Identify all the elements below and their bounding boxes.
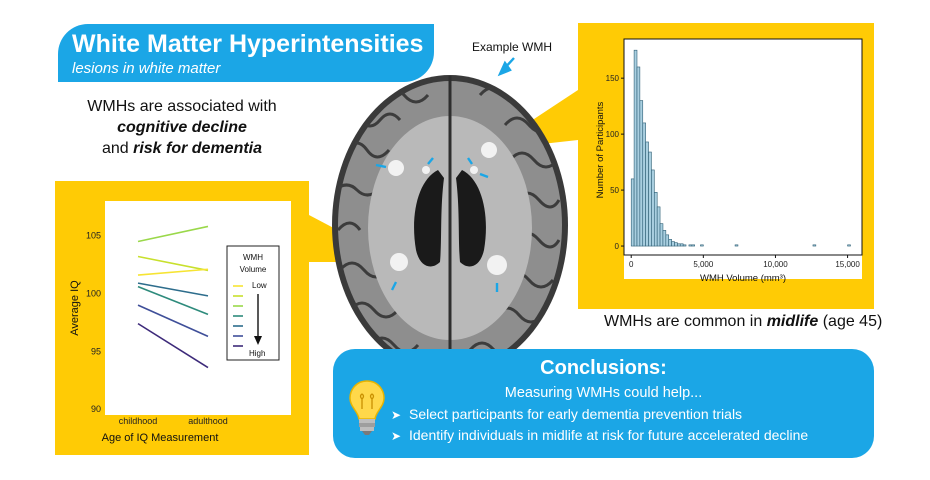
ventricle-left (414, 170, 444, 267)
y-tick-label: 0 (615, 242, 620, 251)
wmh-spot (487, 255, 507, 275)
conclusions-box: Conclusions: Measuring WMHs could help..… (333, 349, 874, 458)
bullet-arrow-icon: ➤ (391, 408, 402, 422)
legend-box (226, 245, 280, 361)
page-subtitle: lesions in white matter (72, 60, 221, 77)
conclusions-item: ➤ Identify individuals in midlife at risk… (391, 427, 808, 443)
wmh-spot (388, 160, 404, 176)
y-tick-label: 95 (91, 346, 101, 356)
series-line (137, 282, 209, 297)
x-tick-label: 5,000 (693, 260, 714, 269)
histogram-bar (665, 234, 670, 247)
midlife-suffix: (age 45) (818, 313, 883, 330)
histogram-bar (651, 169, 655, 247)
association-line-1: WMHs are associated with (87, 98, 277, 115)
histogram-bar (653, 192, 658, 247)
x-axis-label: WMH Volume (mm³) (700, 273, 786, 284)
wmh-spot (422, 166, 430, 174)
arrow-icon (497, 60, 512, 77)
legend-low-label: Low (252, 281, 267, 290)
midlife-prefix: WMHs are common in (604, 313, 767, 330)
histogram-frame (578, 23, 874, 309)
conclusions-item-text: Identify individuals in midlife at risk … (409, 427, 809, 443)
histogram-bar (671, 241, 675, 247)
arrow-icon (375, 163, 387, 169)
histogram-bar (682, 244, 687, 247)
example-wmh-label: Example WMH (472, 40, 553, 54)
histogram-bar (642, 122, 646, 247)
series-line (137, 268, 209, 276)
y-axis-label: Average IQ (69, 280, 81, 336)
histogram-bar (734, 244, 739, 247)
association-text: WMHs are associated with cognitive decli… (52, 96, 312, 159)
y-tick-label: 50 (610, 186, 619, 195)
title-banner: White Matter Hyperintensities lesions in… (58, 24, 434, 82)
histogram-bar (691, 244, 695, 247)
midlife-text: WMHs are common in midlife (age 45) (604, 313, 882, 331)
legend-title: Volume (240, 265, 267, 274)
ventricle-right (456, 170, 486, 267)
y-axis-label: Number of Participants (595, 101, 606, 198)
association-line-3-prefix: and (101, 140, 134, 157)
y-tick-label: 105 (86, 231, 101, 241)
histogram-bar (679, 243, 684, 247)
arrow-icon (390, 281, 398, 291)
x-axis-label: Age of IQ Measurement (102, 432, 219, 444)
histogram-bar (668, 239, 672, 247)
histogram-bar (639, 100, 644, 247)
histogram-bar (645, 141, 649, 247)
x-tick-label: childhood (119, 416, 158, 426)
y-tick-label: 100 (606, 130, 620, 139)
series-line (137, 304, 209, 338)
arrow-icon (479, 172, 489, 179)
conclusions-title: Conclusions: (540, 357, 667, 379)
arrow-icon (467, 157, 473, 165)
histogram-bar (674, 242, 678, 247)
conclusions-item: ➤ Select participants for early dementia … (391, 406, 742, 422)
midlife-bold: midlife (766, 313, 819, 330)
histogram-bar (659, 223, 664, 247)
series-line (137, 255, 209, 272)
legend-arrow-icon (254, 336, 262, 345)
association-line-2: cognitive decline (117, 119, 247, 136)
series-line (137, 322, 209, 369)
histogram-bar (656, 206, 661, 247)
legend-high-label: High (249, 349, 265, 358)
x-tick-label: 0 (629, 260, 634, 269)
plot-frame (623, 38, 863, 256)
histogram-bar (630, 178, 635, 247)
series-line (137, 285, 209, 316)
x-tick-label: adulthood (188, 416, 228, 426)
histogram-bar (688, 244, 693, 247)
histogram-bar (812, 244, 817, 247)
bullet-arrow-icon: ➤ (391, 429, 402, 443)
histogram-bar (700, 244, 704, 247)
conclusions-item-text: Select participants for early dementia p… (409, 406, 743, 422)
histogram-bar (847, 244, 851, 247)
y-tick-label: 150 (606, 74, 620, 83)
x-tick-label: 15,000 (835, 260, 860, 269)
association-line-3-bold: risk for dementia (133, 140, 263, 157)
x-tick-label: 10,000 (763, 260, 788, 269)
histogram-bar (636, 66, 641, 247)
histogram-bar (662, 230, 667, 247)
y-tick-label: 100 (86, 289, 101, 299)
histogram-bar (633, 49, 638, 247)
histogram-bar (648, 151, 652, 247)
lightbulb-icon (349, 380, 385, 435)
series-line (137, 225, 209, 243)
wmh-spot (470, 166, 478, 174)
wmh-spot (481, 142, 497, 158)
y-tick-label: 90 (91, 404, 101, 414)
page-title: White Matter Hyperintensities (72, 30, 424, 58)
wmh-spot (390, 253, 408, 271)
legend-title: WMH (243, 253, 263, 262)
arrow-icon (427, 157, 434, 165)
histogram-bar (677, 243, 681, 247)
conclusions-intro: Measuring WMHs could help... (504, 385, 703, 401)
